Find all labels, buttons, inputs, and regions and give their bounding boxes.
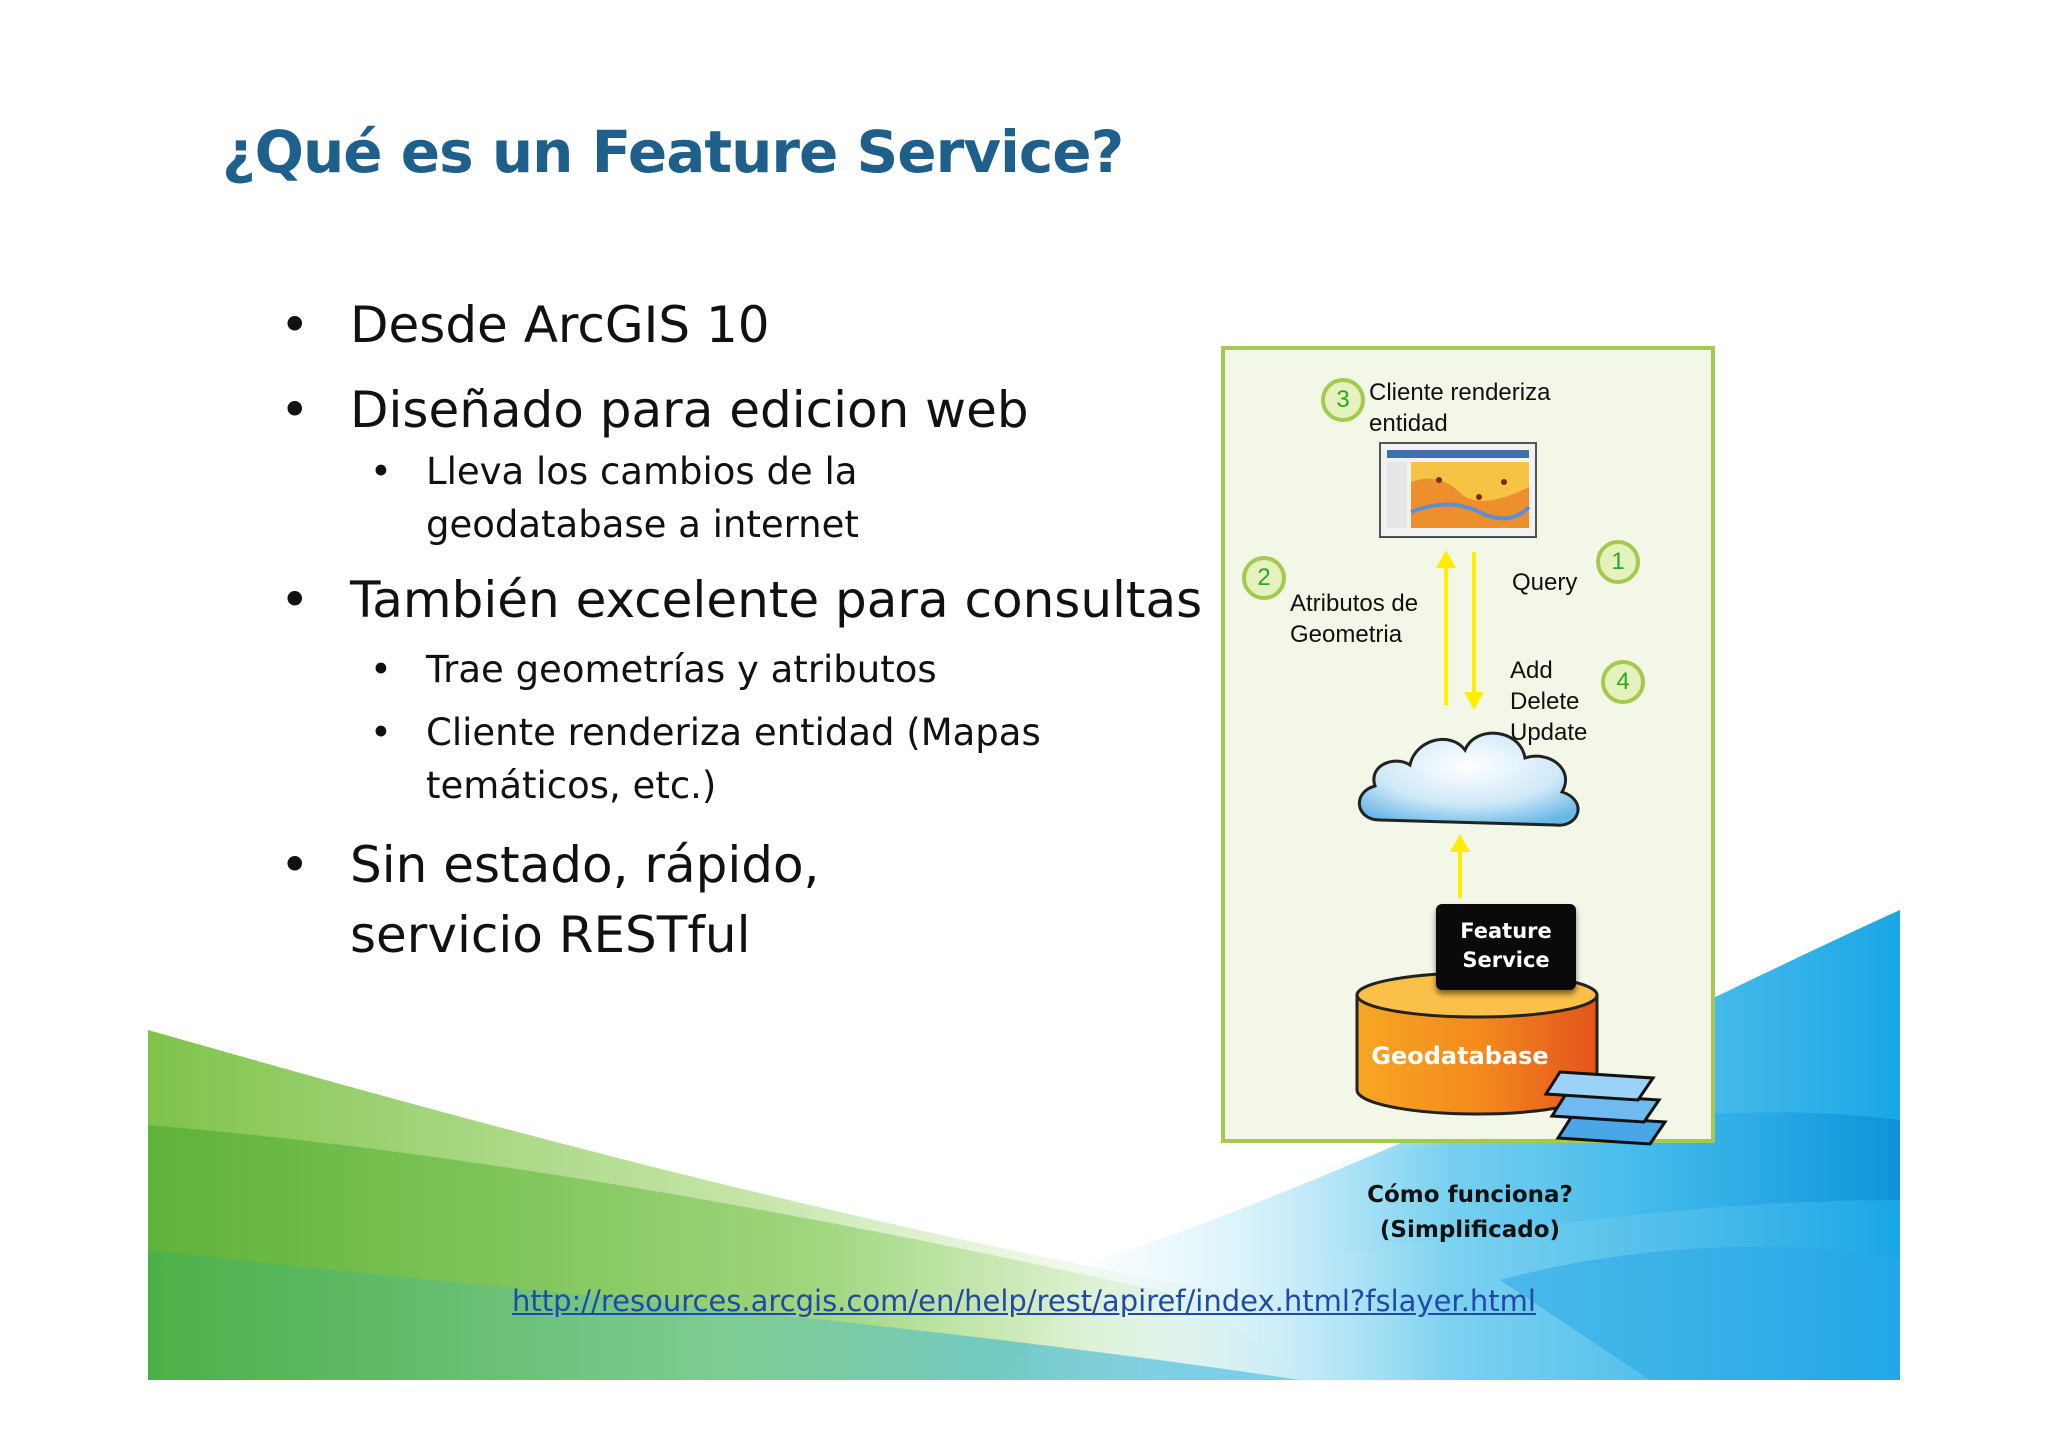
sub-bullet-item: • Trae geometrías y atributos — [280, 643, 1180, 696]
bullet-item: • También excelente para consultas — [280, 565, 1202, 635]
caption-line: Cómo funciona? — [1367, 1182, 1573, 1208]
bullet-dot: • — [280, 381, 310, 439]
diagram-caption: Cómo funciona? (Simplificado) — [1340, 1178, 1600, 1248]
bullet-dot: • — [280, 571, 310, 629]
caption-line: (Simplificado) — [1379, 1217, 1561, 1243]
step-4-badge: 4 — [1601, 660, 1645, 704]
bullet-dot: • — [370, 711, 392, 754]
cloud-icon — [1357, 731, 1580, 827]
sub-bullet-item: • Lleva los cambios de la geodatabase a … — [280, 445, 1086, 551]
down-arrow-icon — [1464, 552, 1484, 710]
bullet-dot: • — [280, 296, 310, 354]
feature-service-label: Service — [1462, 948, 1550, 972]
page-title: ¿Qué es un Feature Service? — [222, 118, 1124, 186]
feature-service-box: Feature Service — [1436, 904, 1576, 990]
geodatabase-label: Geodatabase — [1371, 1042, 1549, 1070]
sub-bullet-text: Lleva los cambios de la geodatabase a in… — [426, 450, 859, 546]
up-arrow-icon — [1436, 550, 1456, 705]
step-1-label: Query — [1512, 569, 1578, 596]
step-2-badge: 2 — [1242, 556, 1286, 600]
feature-service-label: Feature — [1460, 919, 1552, 943]
bullet-text: Diseñado para edicion web — [350, 381, 1029, 439]
map-window-icon — [1379, 442, 1537, 538]
step-2-label: Atributos de Geometria — [1290, 590, 1419, 648]
bullet-dot: • — [280, 836, 310, 894]
step-4-label: Add Delete Update — [1510, 657, 1588, 746]
bullet-item: • Desde ArcGIS 10 — [280, 290, 1180, 360]
up-arrow-icon — [1450, 834, 1470, 898]
bullet-dot: • — [370, 648, 392, 691]
bullet-list: • Desde ArcGIS 10 • Diseñado para edicio… — [280, 290, 1202, 970]
reference-link[interactable]: http://resources.arcgis.com/en/help/rest… — [512, 1284, 1536, 1318]
layers-icon — [1543, 1070, 1668, 1146]
bullet-item: • Diseñado para edicion web — [280, 375, 1180, 445]
sub-bullet-text: Trae geometrías y atributos — [426, 648, 937, 691]
step-3-label: Cliente renderiza entidad — [1369, 379, 1551, 437]
bullet-text: También excelente para consultas — [350, 571, 1203, 629]
bullet-text: Sin estado, rápido, servicio RESTful — [350, 836, 820, 964]
step-1-badge: 1 — [1596, 540, 1640, 584]
step-3-badge: 3 — [1321, 378, 1365, 422]
sub-bullet-text: Cliente renderiza entidad (Mapas temátic… — [426, 711, 1041, 807]
sub-bullet-item: • Cliente renderiza entidad (Mapas temát… — [280, 706, 1046, 812]
bullet-dot: • — [370, 450, 392, 493]
bullet-item: • Sin estado, rápido, servicio RESTful — [280, 830, 990, 970]
bullet-text: Desde ArcGIS 10 — [350, 296, 770, 354]
